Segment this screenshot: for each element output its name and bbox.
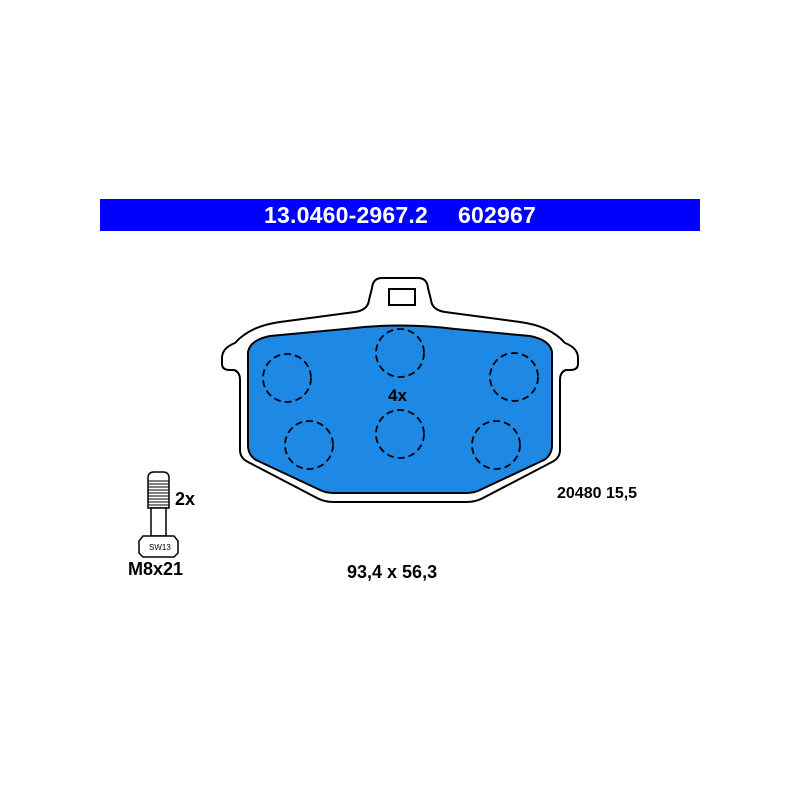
mount-circle: [262, 353, 312, 403]
part-number-banner: 13.0460-2967.2 602967: [100, 199, 700, 231]
bolt-quantity-label: 2x: [175, 489, 196, 509]
mount-circle: [489, 352, 539, 402]
part-number: 13.0460-2967.2: [264, 201, 428, 228]
dimensions-label: 93,4 x 56,3: [347, 562, 438, 582]
reference-number: 20480 15,5: [557, 485, 638, 502]
part-code: 602967: [458, 201, 536, 228]
mount-circle: [284, 420, 334, 470]
mount-circle: [471, 420, 521, 470]
bolt-icon: [138, 471, 179, 558]
wrench-size-label: SW13: [149, 543, 171, 552]
insert-count-label: 4x: [388, 386, 407, 405]
mount-circle: [375, 328, 425, 378]
mount-circle: [375, 409, 425, 459]
thread-size-label: M8x21: [128, 559, 184, 579]
tab-window: [388, 288, 416, 306]
